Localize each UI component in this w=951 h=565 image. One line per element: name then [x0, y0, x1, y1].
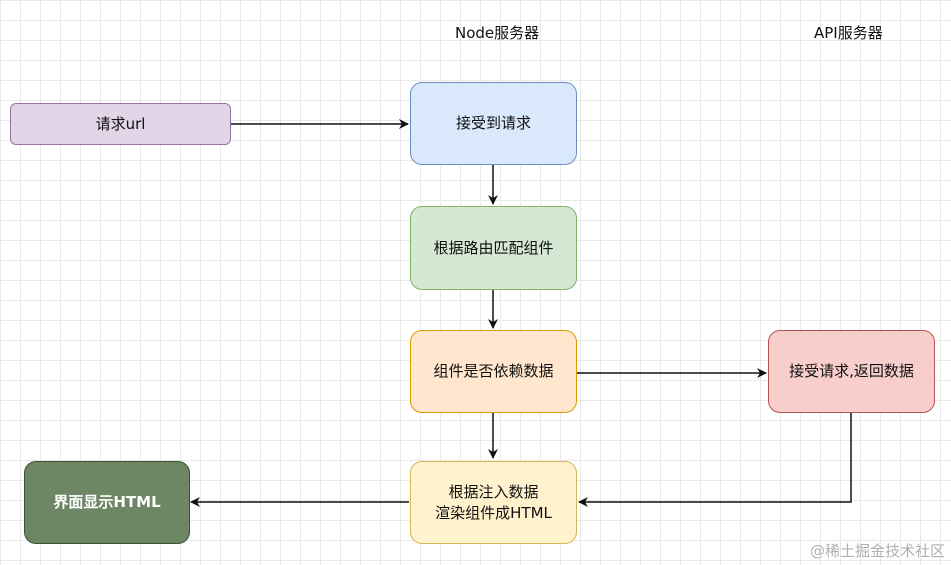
node-depends-on-data: 组件是否依赖数据	[410, 330, 577, 413]
node-render-html: 根据注入数据 渲染组件成HTML	[410, 461, 577, 544]
watermark: @稀土掘金技术社区	[809, 542, 945, 560]
node-match-component: 根据路由匹配组件	[410, 206, 577, 290]
node-render-html-line2: 渲染组件成HTML	[435, 503, 552, 522]
header-api-server: API服务器	[814, 24, 883, 42]
node-api-receive-return: 接受请求,返回数据	[768, 330, 935, 413]
node-api-receive-return-label: 接受请求,返回数据	[789, 362, 914, 381]
header-node-server: Node服务器	[455, 24, 540, 42]
node-receive-request: 接受到请求	[410, 82, 577, 165]
node-render-html-line1: 根据注入数据	[448, 483, 539, 502]
node-depends-on-data-label: 组件是否依赖数据	[433, 362, 554, 381]
node-request-url-label: 请求url	[95, 114, 146, 133]
node-receive-request-label: 接受到请求	[455, 114, 531, 133]
node-show-html-label: 界面显示HTML	[53, 493, 161, 512]
node-match-component-label: 根据路由匹配组件	[433, 238, 554, 257]
node-show-html: 界面显示HTML	[24, 461, 190, 544]
edge-api-to-render	[578, 413, 852, 507]
node-request-url: 请求url	[10, 103, 231, 145]
